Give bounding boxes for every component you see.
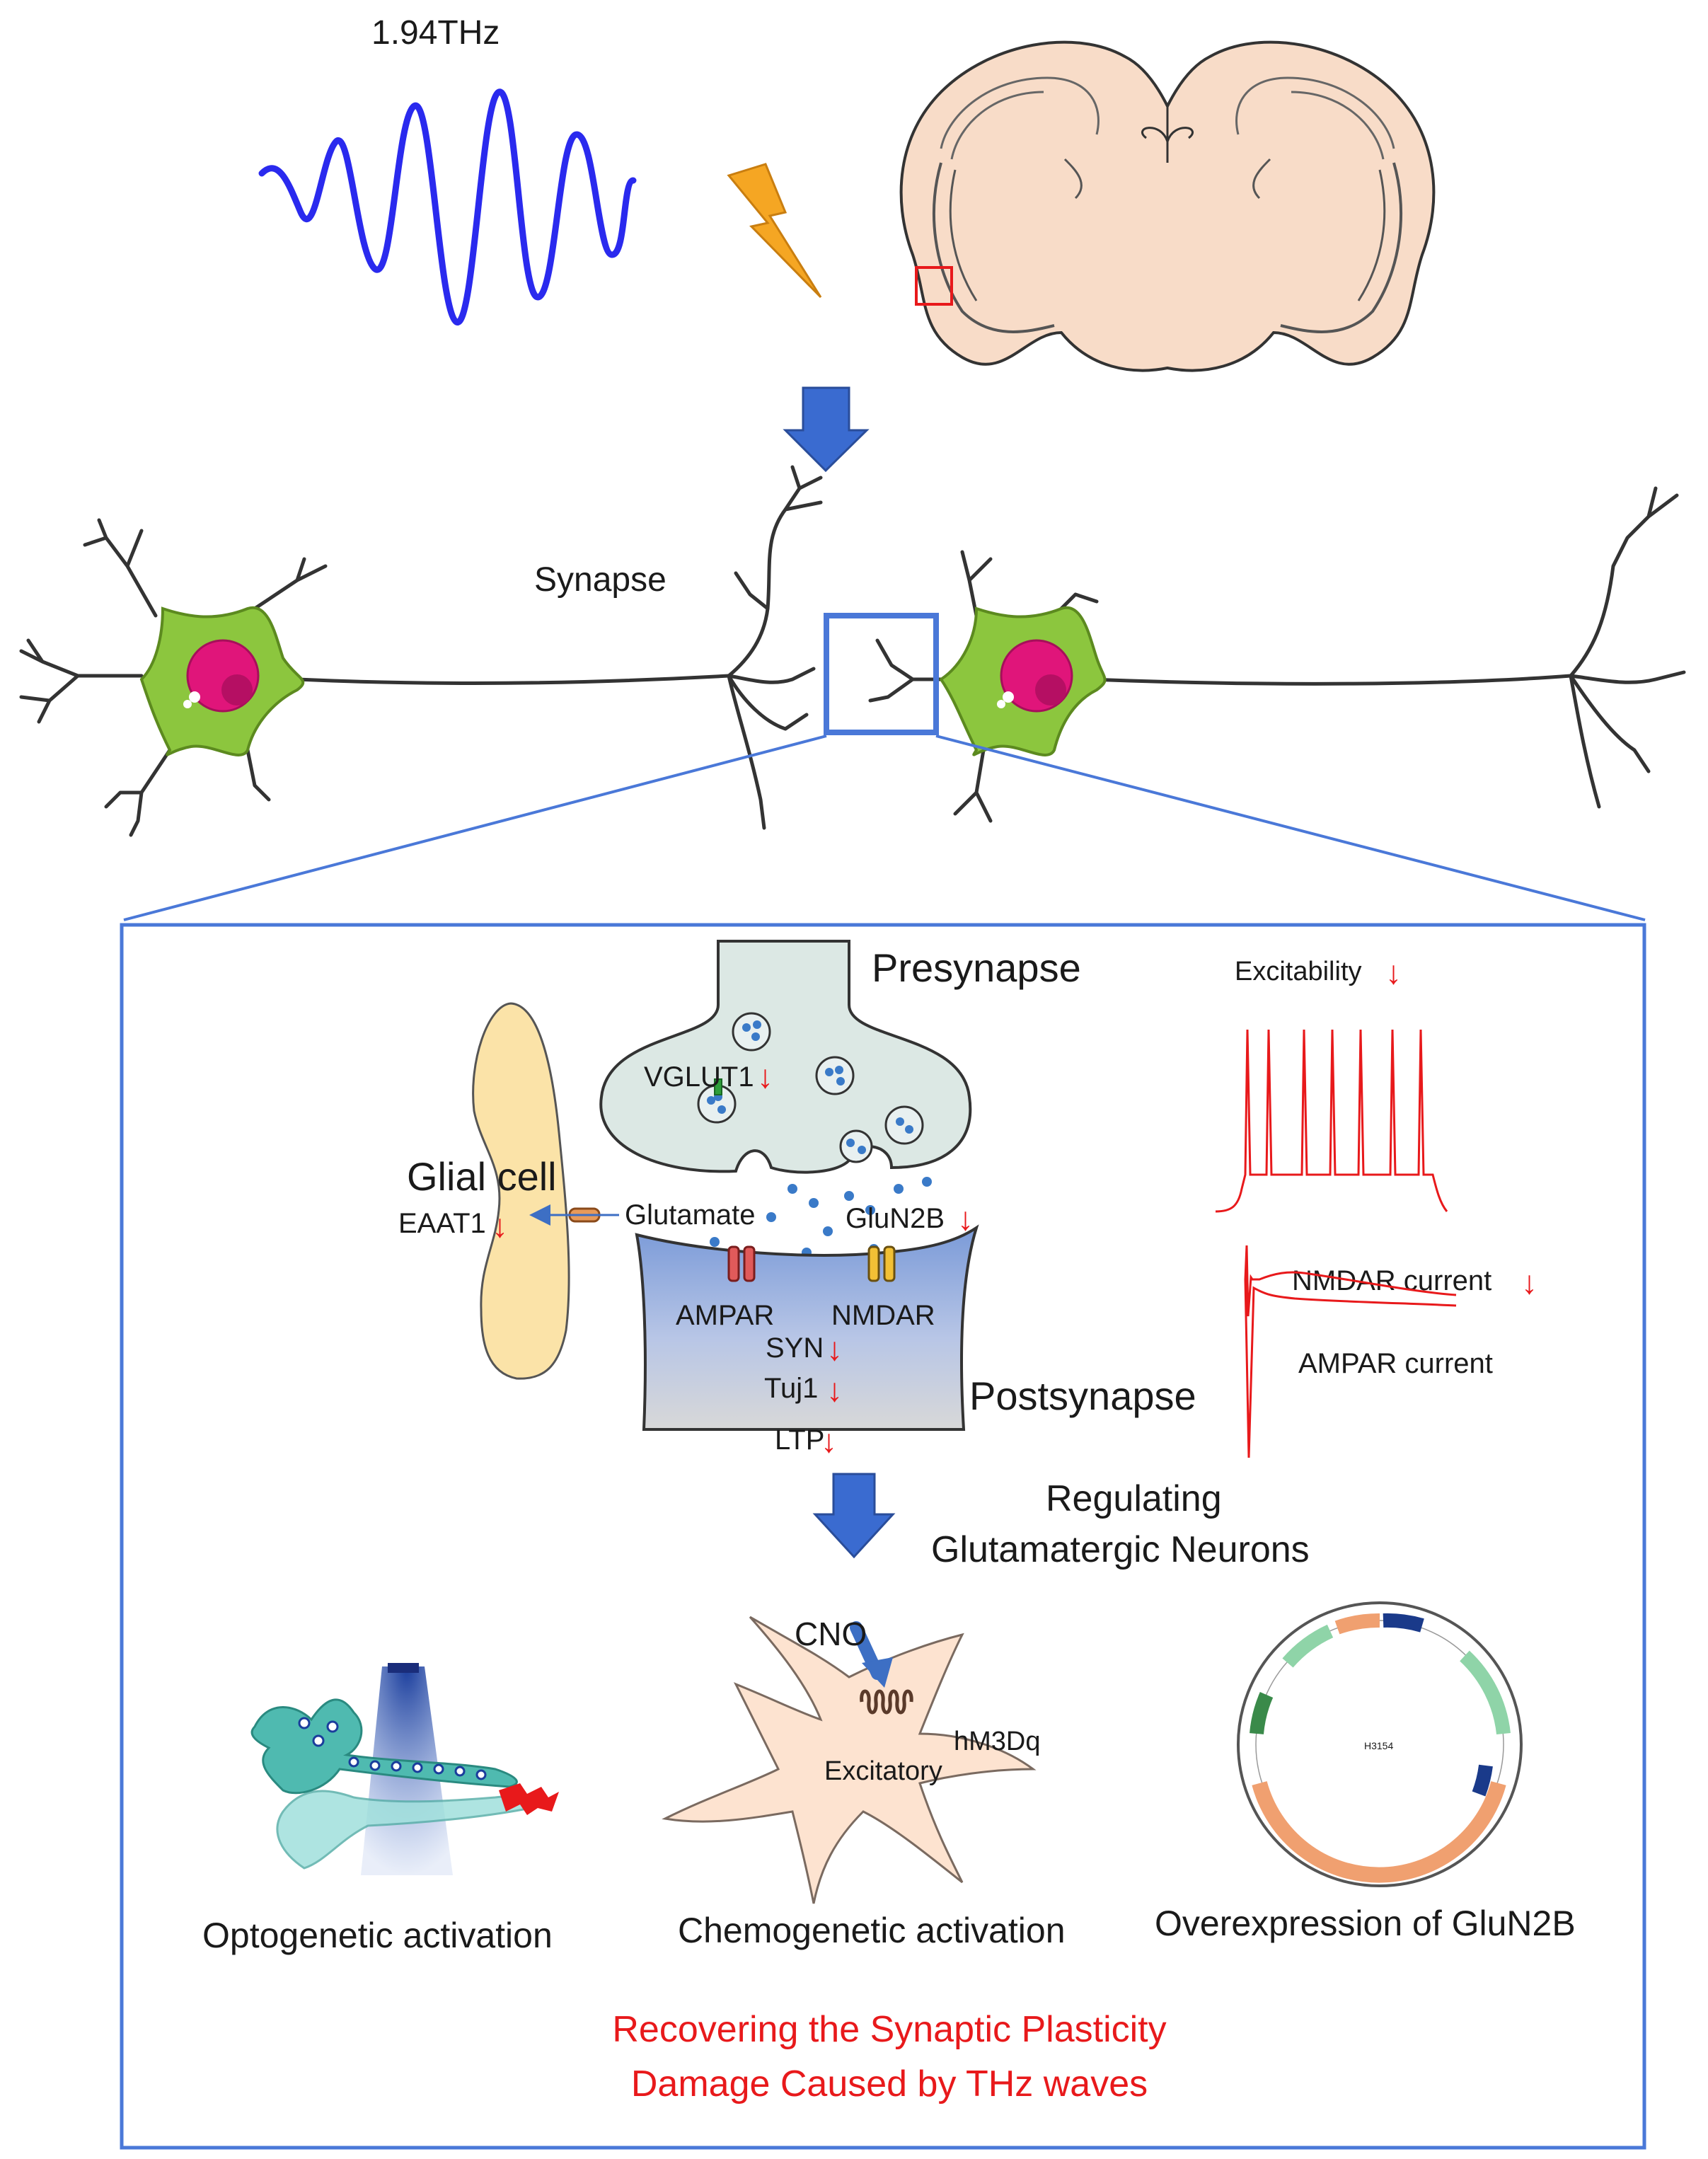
syn-label: SYN — [766, 1332, 824, 1364]
synapse-label: Synapse — [534, 561, 667, 599]
zoom-line-left — [123, 735, 827, 921]
conclusion-line2: Damage Caused by THz waves — [631, 2063, 1148, 2105]
tuj1-down-arrow: ↓ — [826, 1371, 843, 1408]
neuron-right — [939, 606, 1107, 756]
ampar-current-label: AMPAR current — [1298, 1348, 1493, 1379]
chemogenetic-label: Chemogenetic activation — [678, 1911, 1066, 1950]
excitability-trace — [1215, 1029, 1448, 1213]
lightning-icon — [727, 163, 822, 299]
glial-cell-label: Glial cell — [407, 1154, 557, 1199]
syn-down-arrow: ↓ — [826, 1330, 843, 1367]
ltp-label: LTP — [775, 1424, 824, 1456]
synapse-highlight-box — [824, 613, 939, 735]
nmdar-current-label: NMDAR current — [1292, 1265, 1491, 1296]
frequency-label: 1.94THz — [371, 14, 500, 52]
ampar-label: AMPAR — [676, 1300, 774, 1331]
glun2b-down-arrow: ↓ — [957, 1200, 974, 1237]
regulating-line1: Regulating — [1046, 1478, 1222, 1519]
thz-wave — [258, 88, 637, 326]
down-arrow-2 — [812, 1473, 896, 1559]
glial-cell — [472, 1002, 570, 1380]
glutamate-label: Glutamate — [625, 1199, 756, 1231]
plasmid-map — [1237, 1601, 1523, 1887]
overexpression-label: Overexpression of GluN2B — [1155, 1904, 1576, 1943]
nmdar-receptor — [867, 1245, 896, 1282]
plasmid-label: H3154 — [1364, 1740, 1393, 1751]
presynapse-label: Presynapse — [872, 945, 1081, 990]
optogenetic-label: Optogenetic activation — [202, 1916, 553, 1955]
tuj1-label: Tuj1 — [764, 1373, 818, 1404]
down-arrow-1 — [783, 386, 870, 473]
postsynapse-label: Postsynapse — [969, 1374, 1196, 1418]
chemogenetic-illustration — [662, 1616, 1037, 1904]
vglut1-down-arrow: ↓ — [757, 1058, 773, 1095]
vglut1-label: VGLUT1 — [644, 1061, 754, 1093]
excitability-down-arrow: ↓ — [1385, 954, 1402, 991]
ltp-down-arrow: ↓ — [821, 1422, 837, 1459]
glutamate-dots — [707, 1020, 932, 1257]
brain-section — [899, 40, 1436, 372]
presynaptic-terminal — [599, 940, 972, 1174]
optogenetic-illustration — [250, 1663, 559, 1875]
current-trace — [1244, 1245, 1457, 1458]
hm3dq-label: hM3Dq — [954, 1727, 1041, 1756]
conclusion-line1: Recovering the Synaptic Plasticity — [612, 2009, 1166, 2050]
zoom-line-right — [935, 735, 1646, 921]
eaat1-label: EAAT1 — [398, 1208, 486, 1239]
region-highlight-box — [915, 266, 953, 306]
regulating-line2: Glutamatergic Neurons — [931, 1529, 1310, 1570]
cno-label: CNO — [795, 1616, 867, 1652]
excitatory-label: Excitatory — [824, 1756, 942, 1786]
neuron-left — [139, 606, 305, 756]
excitability-label: Excitability — [1235, 957, 1362, 986]
eaat1-down-arrow: ↓ — [492, 1207, 508, 1244]
vglut1-transporter — [714, 1078, 722, 1095]
neurons — [19, 465, 1686, 837]
nmdar-label: NMDAR — [831, 1300, 935, 1331]
nmdar-current-down-arrow: ↓ — [1521, 1264, 1537, 1301]
glun2b-label: GluN2B — [846, 1203, 945, 1234]
ampar-receptor — [727, 1245, 756, 1282]
